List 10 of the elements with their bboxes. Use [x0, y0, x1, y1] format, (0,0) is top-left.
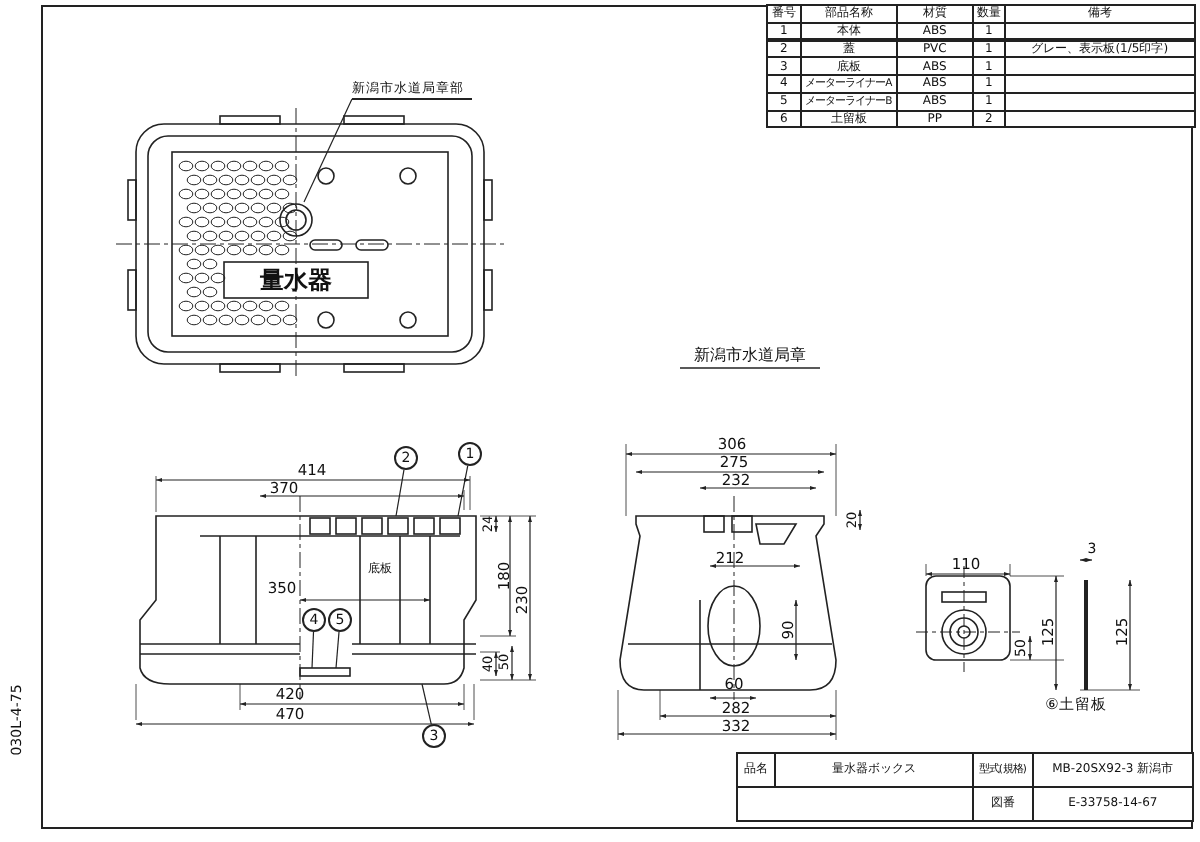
- leader-line: [421, 683, 432, 725]
- leader-line: [335, 631, 340, 669]
- side-view-drawing: [135, 475, 537, 721]
- leader-line: [395, 469, 405, 517]
- meter-box-top-view-drawing: [115, 107, 505, 381]
- leader-line: [457, 465, 469, 517]
- plate-text: 量水器: [260, 268, 332, 292]
- leader-line: [303, 98, 353, 203]
- view-caption: 新潟市水道局章: [694, 348, 806, 364]
- leader-line: [311, 631, 315, 669]
